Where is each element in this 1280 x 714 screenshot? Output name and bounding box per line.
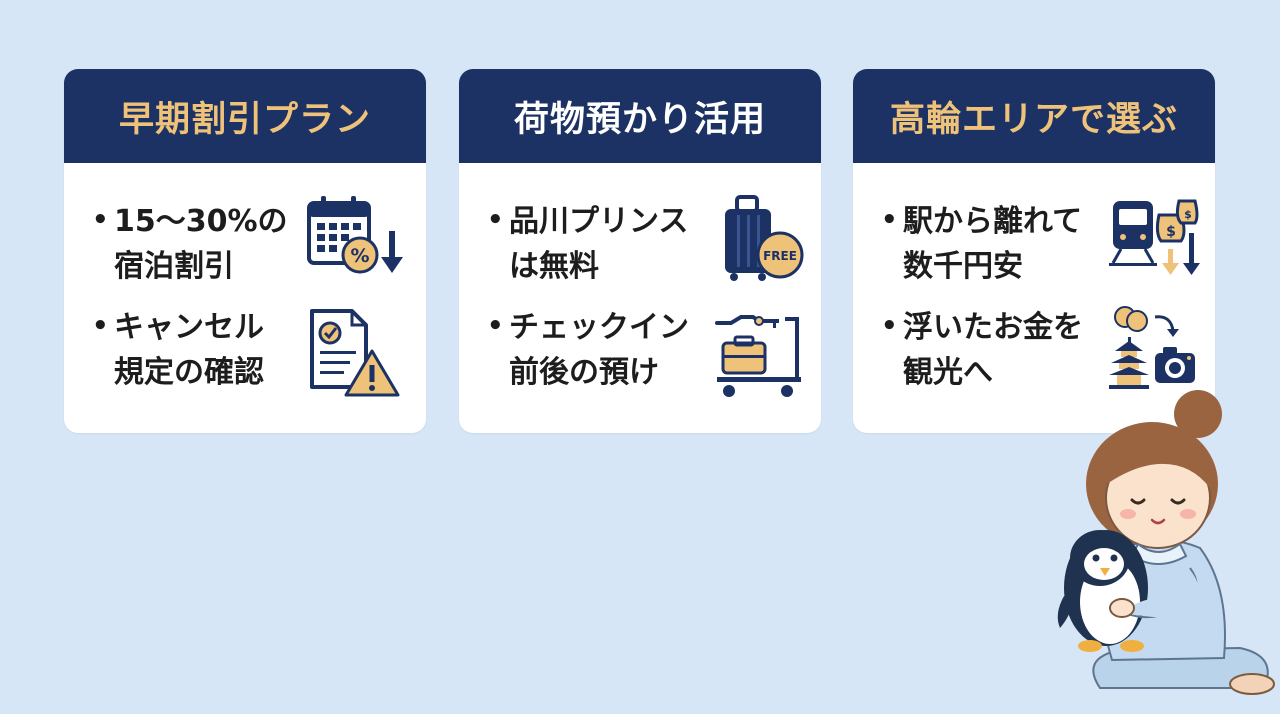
item-line: は無料 — [509, 249, 599, 284]
card-title: 高輪エリアで選ぶ — [889, 99, 1178, 140]
svg-text:%: % — [350, 245, 369, 267]
girl-with-penguin-icon — [1057, 390, 1275, 695]
card-early-discount: 早期割引プラン • 15〜30%の 宿泊割引 % • キャンセル 規定の確認 — [64, 69, 426, 433]
card-header: 荷物預かり活用 — [459, 69, 821, 163]
list-item: • 15〜30%の 宿泊割引 — [92, 199, 288, 289]
item-line: 15〜30%の — [114, 204, 288, 239]
train-money-icon: $ $ — [1109, 199, 1200, 275]
item-line: 浮いたお金を — [903, 310, 1083, 345]
card-luggage-storage: 荷物預かり活用 • 品川プリンス は無料 FREE • チェックイン 前後の預け — [459, 69, 821, 433]
card-header: 早期割引プラン — [64, 69, 426, 163]
bullet: • — [92, 311, 109, 341]
svg-text:$: $ — [1166, 224, 1176, 240]
bullet: • — [487, 205, 504, 235]
list-item: • 浮いたお金を 観光へ — [881, 305, 1083, 395]
item-line: 観光へ — [903, 355, 993, 390]
item-line: 駅から離れて — [903, 204, 1083, 239]
card-takanawa-area: 高輪エリアで選ぶ • 駅から離れて 数千円安 $ $ • 浮いたお金を 観光へ — [853, 69, 1215, 433]
item-line: 数千円安 — [903, 249, 1023, 284]
svg-text:$: $ — [1184, 208, 1192, 221]
bullet: • — [487, 311, 504, 341]
suitcase-free-icon: FREE — [725, 195, 804, 281]
badge-text: FREE — [763, 249, 797, 263]
card-header: 高輪エリアで選ぶ — [853, 69, 1215, 163]
list-item: • 駅から離れて 数千円安 — [881, 199, 1082, 289]
card-title: 早期割引プラン — [118, 99, 371, 140]
document-warning-icon — [310, 309, 400, 397]
item-line: 規定の確認 — [114, 355, 264, 390]
pagoda-camera-icon — [1109, 306, 1195, 389]
list-item: • キャンセル 規定の確認 — [92, 305, 264, 395]
item-line: キャンセル — [114, 310, 264, 345]
item-line: 前後の預け — [509, 355, 659, 390]
item-line: 品川プリンス — [509, 204, 689, 239]
list-item: • チェックイン 前後の預け — [487, 305, 689, 395]
bullet: • — [881, 205, 898, 235]
card-title: 荷物預かり活用 — [513, 99, 766, 140]
bullet: • — [92, 205, 109, 235]
luggage-cart-icon — [715, 315, 801, 397]
item-line: チェックイン — [509, 310, 689, 345]
calendar-discount-icon: % — [307, 196, 403, 274]
item-line: 宿泊割引 — [114, 249, 234, 284]
list-item: • 品川プリンス は無料 — [487, 199, 688, 289]
bullet: • — [881, 311, 898, 341]
